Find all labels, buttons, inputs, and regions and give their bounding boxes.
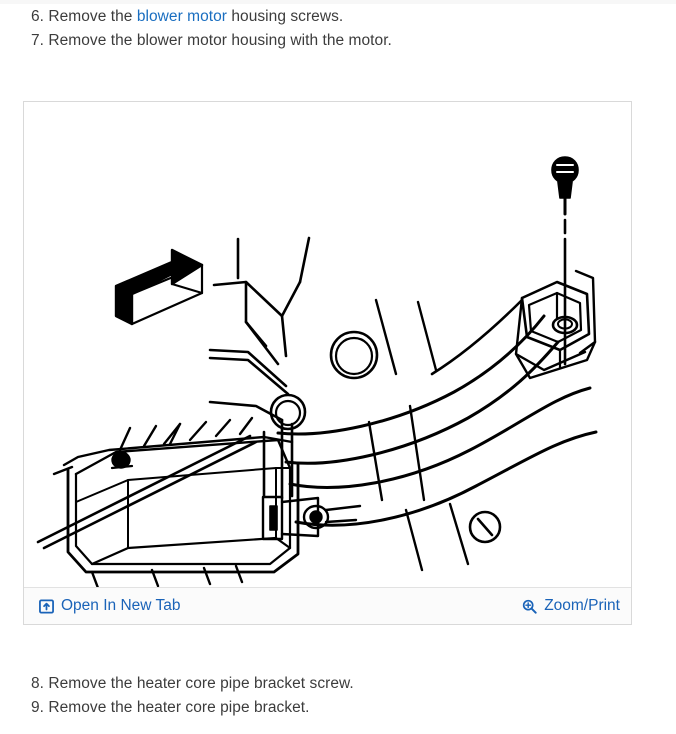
step-number: 8.: [31, 675, 45, 692]
step-number: 9.: [31, 699, 45, 716]
step-item-8: 8. Remove the heater core pipe bracket s…: [31, 672, 651, 696]
step-text: Remove the blower motor housing with the…: [44, 32, 392, 49]
steps-list-upper: 6. Remove the blower motor housing screw…: [31, 5, 651, 53]
pipe-hatch-marks: [367, 298, 470, 572]
step-text-after-link: housing screws.: [227, 8, 344, 25]
pipe-opening-ring: [329, 330, 379, 380]
housing-knob: [110, 451, 134, 470]
page-top-band: [0, 0, 676, 4]
magnifier-plus-icon: [522, 599, 537, 614]
step-item-6: 6. Remove the blower motor housing screw…: [31, 5, 651, 29]
screwdriver-tool: [551, 156, 579, 366]
bracket-clamp: [261, 495, 362, 541]
screw-head-detail: [468, 510, 502, 544]
housing-bottom-fins: [90, 564, 244, 587]
step-text-before-link: Remove the: [44, 8, 137, 25]
diagonal-rod: [36, 434, 258, 550]
steps-list-lower: 8. Remove the heater core pipe bracket s…: [31, 672, 651, 720]
step-text: Remove the heater core pipe bracket.: [44, 699, 310, 716]
step-item-9: 9. Remove the heater core pipe bracket.: [31, 696, 651, 720]
direction-arrow-icon: [114, 248, 204, 326]
blower-motor-link[interactable]: blower motor: [136, 8, 228, 25]
open-in-new-tab-label: Open In New Tab: [61, 597, 181, 615]
step-number: 6.: [31, 8, 45, 25]
heater-core-line-drawing: [36, 156, 598, 587]
housing-post: [262, 418, 294, 500]
step-item-7: 7. Remove the blower motor housing with …: [31, 29, 651, 53]
heater-core-pipe-upper: [276, 298, 560, 465]
wire-harness: [208, 236, 311, 422]
open-in-new-tab-button[interactable]: Open In New Tab: [39, 598, 180, 614]
step-text: Remove the heater core pipe bracket scre…: [44, 675, 354, 692]
grommet-ring: [269, 393, 307, 431]
technical-illustration[interactable]: [24, 102, 631, 587]
heater-core-pipe-lower: [288, 386, 598, 527]
external-window-icon: [39, 599, 54, 614]
zoom-print-label: Zoom/Print: [544, 597, 620, 615]
figure-toolbar: Open In New Tab Zoom/Print: [24, 587, 631, 624]
figure-panel: Open In New Tab Zoom/Print: [23, 101, 632, 625]
pipe-bracket: [514, 269, 597, 380]
heater-core-housing: [52, 435, 300, 574]
zoom-print-button[interactable]: Zoom/Print: [522, 598, 620, 614]
step-number: 7.: [31, 32, 45, 49]
housing-fins: [118, 416, 254, 452]
